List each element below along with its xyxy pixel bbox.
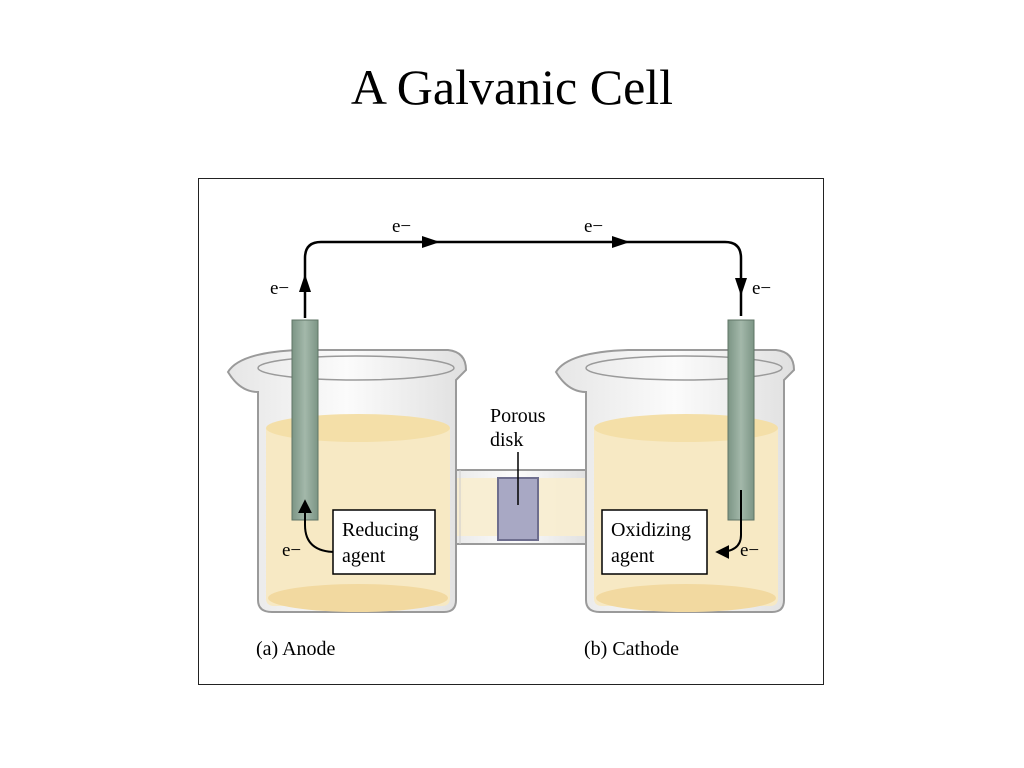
anode-caption: (a) Anode [256, 638, 336, 660]
wire-arrow-right-icon-2 [612, 236, 630, 248]
oxidizing-agent-line2: agent [611, 545, 655, 567]
electron-label-top-right: e− [584, 216, 603, 237]
cathode-electrode [727, 319, 755, 521]
slide-title: A Galvanic Cell [350, 59, 674, 115]
cathode-caption: (b) Cathode [584, 638, 679, 660]
electron-label-anode-solution: e− [282, 540, 301, 561]
wire-arrow-up-icon [299, 274, 311, 292]
wire-arrow-right-icon-1 [422, 236, 440, 248]
wire-arrow-down-icon [735, 278, 747, 296]
oxidizing-agent-line1: Oxidizing [611, 519, 691, 541]
porous-disk-label-line2: disk [490, 429, 523, 451]
reducing-agent-box [332, 509, 436, 575]
cathode-electron-arrow [715, 490, 742, 559]
anode-electron-arrow [298, 499, 337, 553]
reducing-agent-line2: agent [342, 545, 386, 567]
porous-disk-label-line1: Porous [490, 405, 546, 427]
electron-label-anode-rod: e− [270, 278, 289, 299]
electron-label-top-left: e− [392, 216, 411, 237]
anode-beaker-base [268, 584, 448, 612]
external-wire [303, 240, 743, 318]
cathode-beaker-base [596, 584, 776, 612]
reducing-agent-line1: Reducing [342, 519, 419, 541]
anode-electrode [291, 319, 319, 521]
electron-label-cathode-rod: e− [752, 278, 771, 299]
electron-label-cathode-solution: e− [740, 540, 759, 561]
oxidizing-agent-box [601, 509, 708, 575]
